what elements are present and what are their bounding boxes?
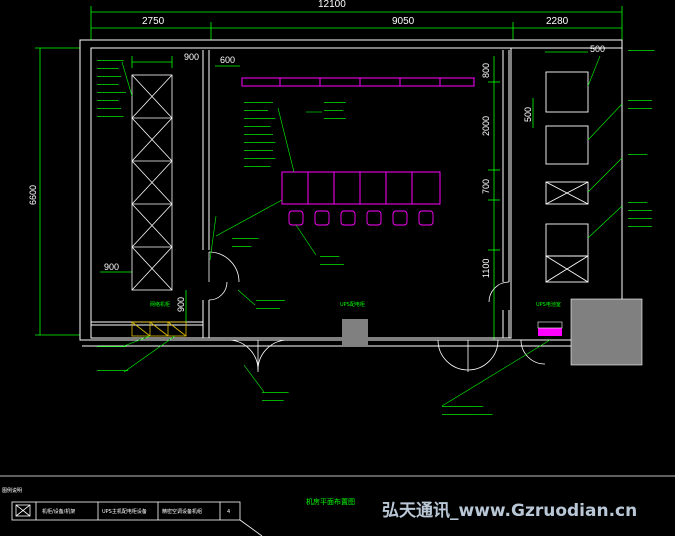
rack-column xyxy=(131,74,173,291)
dimension-lines xyxy=(35,6,623,340)
small-room-label: 网络机柜 xyxy=(150,301,170,308)
right-room-equipment xyxy=(545,71,589,283)
svg-text:━━━━━━━━━: ━━━━━━━━━ xyxy=(96,82,119,87)
svg-text:━━━━━━━━━━: ━━━━━━━━━━ xyxy=(627,208,653,213)
svg-text:━━━━━━━━━: ━━━━━━━━━ xyxy=(323,100,346,105)
svg-text:━━━━━━━━━━: ━━━━━━━━━━ xyxy=(627,106,653,111)
svg-text:━━━━━━━━━━: ━━━━━━━━━━ xyxy=(243,108,269,113)
distribution-panel xyxy=(538,328,562,336)
battery-crates xyxy=(131,321,187,337)
svg-text:━━━━━━━━━━━━: ━━━━━━━━━━━━ xyxy=(243,100,273,105)
title-block xyxy=(0,475,675,536)
leader-lines xyxy=(121,55,623,407)
svg-text:━━━━━━━━━━━━━: ━━━━━━━━━━━━━ xyxy=(96,368,129,373)
svg-text:━━━━━━━━━━: ━━━━━━━━━━ xyxy=(627,224,653,229)
annotations: ━━━━━━━━━━━ ━━━━━━━━━ ━━━━━━━━━━ ━━━━━━━… xyxy=(96,48,655,417)
doors xyxy=(208,251,546,372)
dim-total-width: 12100 xyxy=(318,0,346,10)
svg-text:━━━━━━━━━: ━━━━━━━━━ xyxy=(261,398,284,403)
svg-text:━━━━━━━━━━━━: ━━━━━━━━━━━━ xyxy=(255,298,285,303)
svg-text:━━━━━━━━━━━━━━━━━━━━━: ━━━━━━━━━━━━━━━━━━━━━ xyxy=(441,412,493,417)
dim-vert-700: 700 xyxy=(481,179,491,194)
dim-vert-2000: 2000 xyxy=(481,116,491,136)
legend-cell-2: UPS主机配电柜设备 xyxy=(102,508,147,515)
svg-text:━━━━━━━━━━━━: ━━━━━━━━━━━━ xyxy=(243,132,273,137)
dim-rack-offset: 900 xyxy=(184,52,199,62)
dim-bottom-left-900: 900 xyxy=(176,297,186,312)
scale-value: 4 xyxy=(227,509,230,515)
svg-text:━━━━━━━━━━: ━━━━━━━━━━ xyxy=(627,98,653,103)
distribution-panel-outline xyxy=(537,321,563,329)
svg-text:━━━━━━━━━: ━━━━━━━━━ xyxy=(96,98,119,103)
dim-height-left: 6600 xyxy=(28,185,38,205)
svg-text:━━━━━━━━━━: ━━━━━━━━━━ xyxy=(255,306,281,311)
svg-text:━━━━━━━━━━━━: ━━━━━━━━━━━━ xyxy=(96,344,126,349)
console-desks xyxy=(281,171,441,205)
svg-text:━━━━━━━━━━: ━━━━━━━━━━ xyxy=(319,262,345,267)
legend-cell-3: 精密空调设备机组 xyxy=(162,508,202,515)
svg-text:━━━━━━━━━━━: ━━━━━━━━━━━ xyxy=(96,58,124,63)
drawing-title: 机房平面布置图 xyxy=(306,497,355,506)
svg-text:━━━━━━━━━━━━━: ━━━━━━━━━━━━━ xyxy=(243,140,276,145)
cabinet-strip-top xyxy=(241,77,475,87)
svg-text:━━━━━━━━━━━━: ━━━━━━━━━━━━ xyxy=(96,90,126,95)
ups-cabinet-center xyxy=(342,319,368,345)
dim-segment-left: 2750 xyxy=(142,16,165,27)
svg-text:━━━━━━━━━━━━━: ━━━━━━━━━━━━━ xyxy=(243,116,276,121)
svg-text:━━━━━━━━━━: ━━━━━━━━━━ xyxy=(96,74,122,79)
center-cabinet-label: UPS配电柜 xyxy=(340,301,365,308)
legend-cell-1: 机柜/设备/机架 xyxy=(42,508,75,515)
svg-text:━━━━━━━━━━━━: ━━━━━━━━━━━━ xyxy=(243,148,273,153)
svg-text:━━━━━━━━━━━: ━━━━━━━━━━━ xyxy=(96,114,124,119)
svg-text:━━━━━━━━━: ━━━━━━━━━ xyxy=(96,66,119,71)
dim-right-vert: 500 xyxy=(523,107,533,122)
svg-text:━━━━━━━━━: ━━━━━━━━━ xyxy=(323,116,346,121)
dim-vert-1100: 1100 xyxy=(481,259,491,278)
svg-text:━━━━━━━━━━━: ━━━━━━━━━━━ xyxy=(261,390,289,395)
ups-unit-right xyxy=(570,298,643,366)
dim-segment-right: 2280 xyxy=(546,16,569,27)
svg-text:━━━━━━━━━━━━━━━━━: ━━━━━━━━━━━━━━━━━ xyxy=(441,404,484,409)
svg-text:━━━━━━━━━━━: ━━━━━━━━━━━ xyxy=(627,48,655,53)
dim-mid-offset: 600 xyxy=(220,55,235,65)
svg-text:━━━━━━━━━━: ━━━━━━━━━━ xyxy=(627,216,653,221)
svg-text:━━━━━━━━: ━━━━━━━━ xyxy=(627,152,648,157)
operator-chairs xyxy=(288,210,434,226)
right-room-label: UPS电池室 xyxy=(536,301,561,308)
dim-right-offset: 500 xyxy=(590,44,605,54)
svg-text:━━━━━━━━━━━: ━━━━━━━━━━━ xyxy=(243,164,271,169)
svg-text:━━━━━━━━: ━━━━━━━━ xyxy=(319,254,340,259)
watermark: 弘天通讯_www.Gzruodian.cn xyxy=(382,501,637,521)
svg-text:━━━━━━━━━━: ━━━━━━━━━━ xyxy=(96,106,122,111)
legend-heading: 图例说明 xyxy=(2,487,22,494)
dim-bottom-900: 900 xyxy=(104,262,119,272)
svg-text:━━━━━━━━: ━━━━━━━━ xyxy=(323,108,344,113)
svg-text:━━━━━━━━: ━━━━━━━━ xyxy=(231,244,252,249)
svg-text:━━━━━━━━━━━━━: ━━━━━━━━━━━━━ xyxy=(243,156,276,161)
dim-vert-800: 800 xyxy=(481,63,491,78)
dim-segment-mid: 9050 xyxy=(392,16,415,27)
svg-text:━━━━━━━━: ━━━━━━━━ xyxy=(627,200,648,205)
svg-text:━━━━━━━━━━━: ━━━━━━━━━━━ xyxy=(231,236,259,241)
svg-text:━━━━━━━━━━━: ━━━━━━━━━━━ xyxy=(243,124,271,129)
